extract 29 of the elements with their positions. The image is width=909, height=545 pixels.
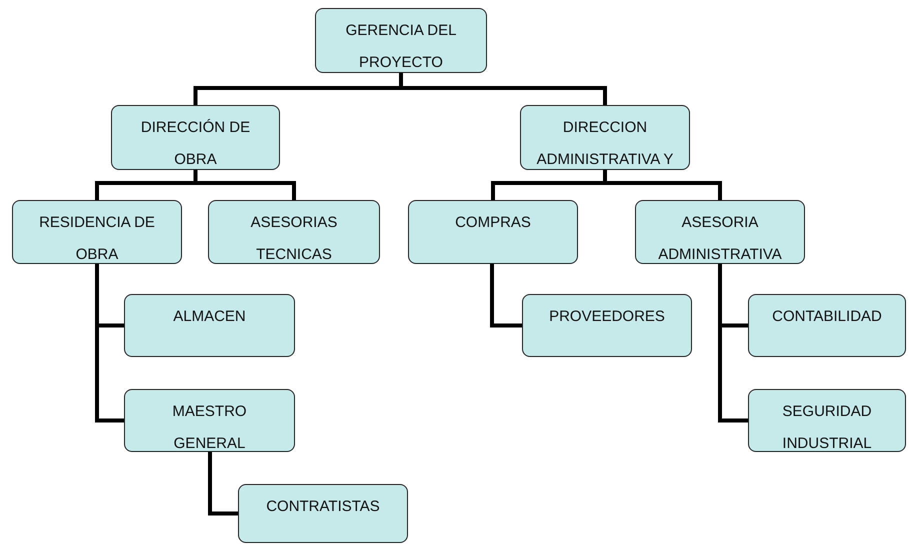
box-label: SEGURIDAD INDUSTRIAL (781, 402, 873, 454)
connector-line (208, 452, 238, 516)
org-box (748, 389, 906, 452)
org-box (238, 484, 408, 543)
box-label: MAESTRO GENERAL (171, 402, 248, 454)
box-label: CONTRATISTAS (265, 497, 381, 517)
org-box (208, 200, 380, 264)
org-box (12, 200, 182, 264)
org-box (315, 8, 487, 73)
org-box (124, 389, 295, 452)
box-label: ASESORIAS TECNICAS (250, 213, 338, 265)
box-label: CONTABILIDAD (771, 307, 883, 327)
box-label: COMPRAS (454, 213, 532, 233)
org-box (111, 105, 280, 170)
connector-line (490, 264, 522, 328)
org-box (748, 294, 906, 357)
box-label: DIRECCION ADMINISTRATIVA Y (536, 118, 674, 170)
box-label: RESIDENCIA DE OBRA (38, 213, 156, 265)
org-box (635, 200, 805, 264)
connector-line (399, 73, 607, 105)
org-box (124, 294, 295, 357)
box-label: ALMACEN (172, 307, 247, 327)
box-label: PROVEEDORES (548, 307, 666, 327)
org-box (520, 105, 690, 170)
box-label: GERENCIA DEL PROYECTO (344, 21, 458, 73)
org-box (408, 200, 578, 264)
box-label: DIRECCIÓN DE OBRA (140, 118, 252, 170)
org-box (522, 294, 692, 357)
box-label: ASESORIA ADMINISTRATIVA (657, 213, 783, 265)
